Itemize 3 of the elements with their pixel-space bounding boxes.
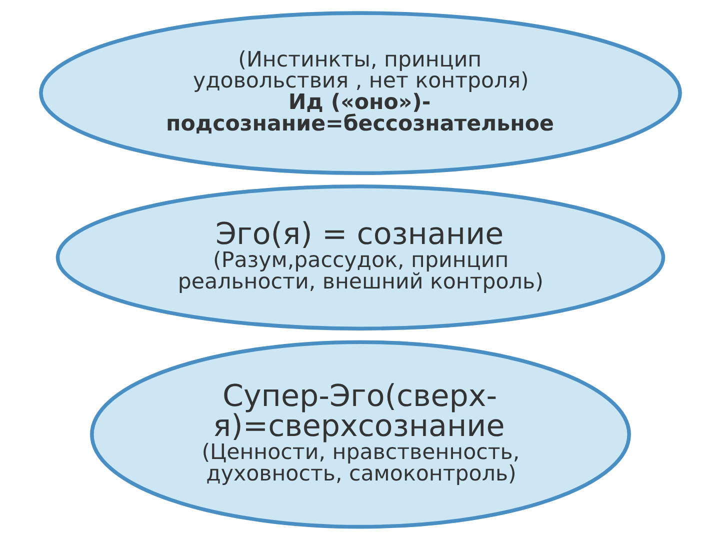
node-ellipse: Эго(я) = сознание (Разум,рассудок, принцип реальности, внешний контроль) — [55, 184, 665, 330]
node-ellipse: (Инстинкты, принцип удовольствия , нет контроля) Ид («оно»)- подсознание=бессознательное — [38, 11, 682, 176]
node-ellipse: Супер-Эго(сверх- я)=сверхсознание (Ценности, нравственность, духовность, самоконтроль) — [90, 340, 630, 529]
